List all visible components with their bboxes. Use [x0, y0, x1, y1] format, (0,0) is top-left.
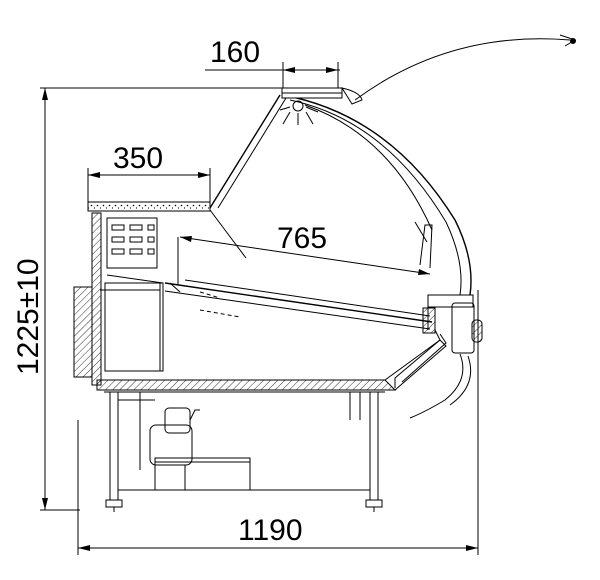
inner-drawer: [104, 274, 164, 372]
front-housing: [394, 221, 474, 388]
total-height-label: 1225±10: [12, 258, 45, 375]
shelf-depth-label: 765: [277, 222, 327, 255]
insulated-base: [96, 339, 447, 391]
counter-depth-dimension: [87, 168, 211, 205]
display-shelf: [164, 237, 433, 330]
front-controller-icon: [409, 302, 483, 419]
back-wall: [73, 212, 160, 386]
stand-frame: [104, 391, 385, 500]
leg-feet: [105, 499, 383, 512]
curved-glass-canopy: [209, 87, 472, 296]
height-dimension: [40, 87, 285, 511]
lamp-icon: [279, 100, 319, 125]
counter-depth-label: 350: [113, 142, 163, 175]
compressor-unit: [149, 407, 251, 491]
plate-rack: [106, 217, 158, 269]
top-width-label: 160: [210, 36, 260, 69]
shelf-depth-dimension: [179, 209, 431, 275]
open-lid-arc: [354, 34, 577, 101]
counter-top: [87, 201, 211, 212]
top-width-dimension: [205, 62, 340, 95]
total-width-label: 1190: [238, 514, 303, 547]
